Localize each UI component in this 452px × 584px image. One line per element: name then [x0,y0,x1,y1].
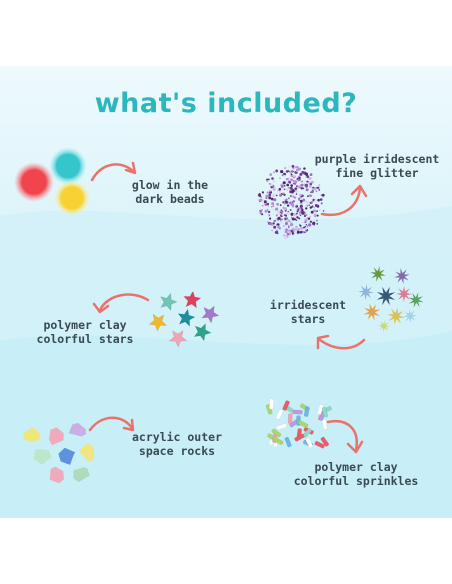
irridescent-stars-icon [358,266,424,332]
arrow-icon [90,161,137,182]
glitter-icon [257,164,325,239]
glow-beads-icon [14,147,90,216]
sprinkles-icon [265,398,332,449]
clay-stars-icon [148,292,220,348]
page-title: what's included? [94,88,358,119]
arrow-icon [320,184,368,217]
arrow-icon [326,419,364,454]
space-rocks-icon [23,423,94,484]
arrow-icon [316,334,366,350]
arrow-icon [92,293,150,314]
arrow-icon [88,416,135,432]
wave-background [0,206,452,518]
